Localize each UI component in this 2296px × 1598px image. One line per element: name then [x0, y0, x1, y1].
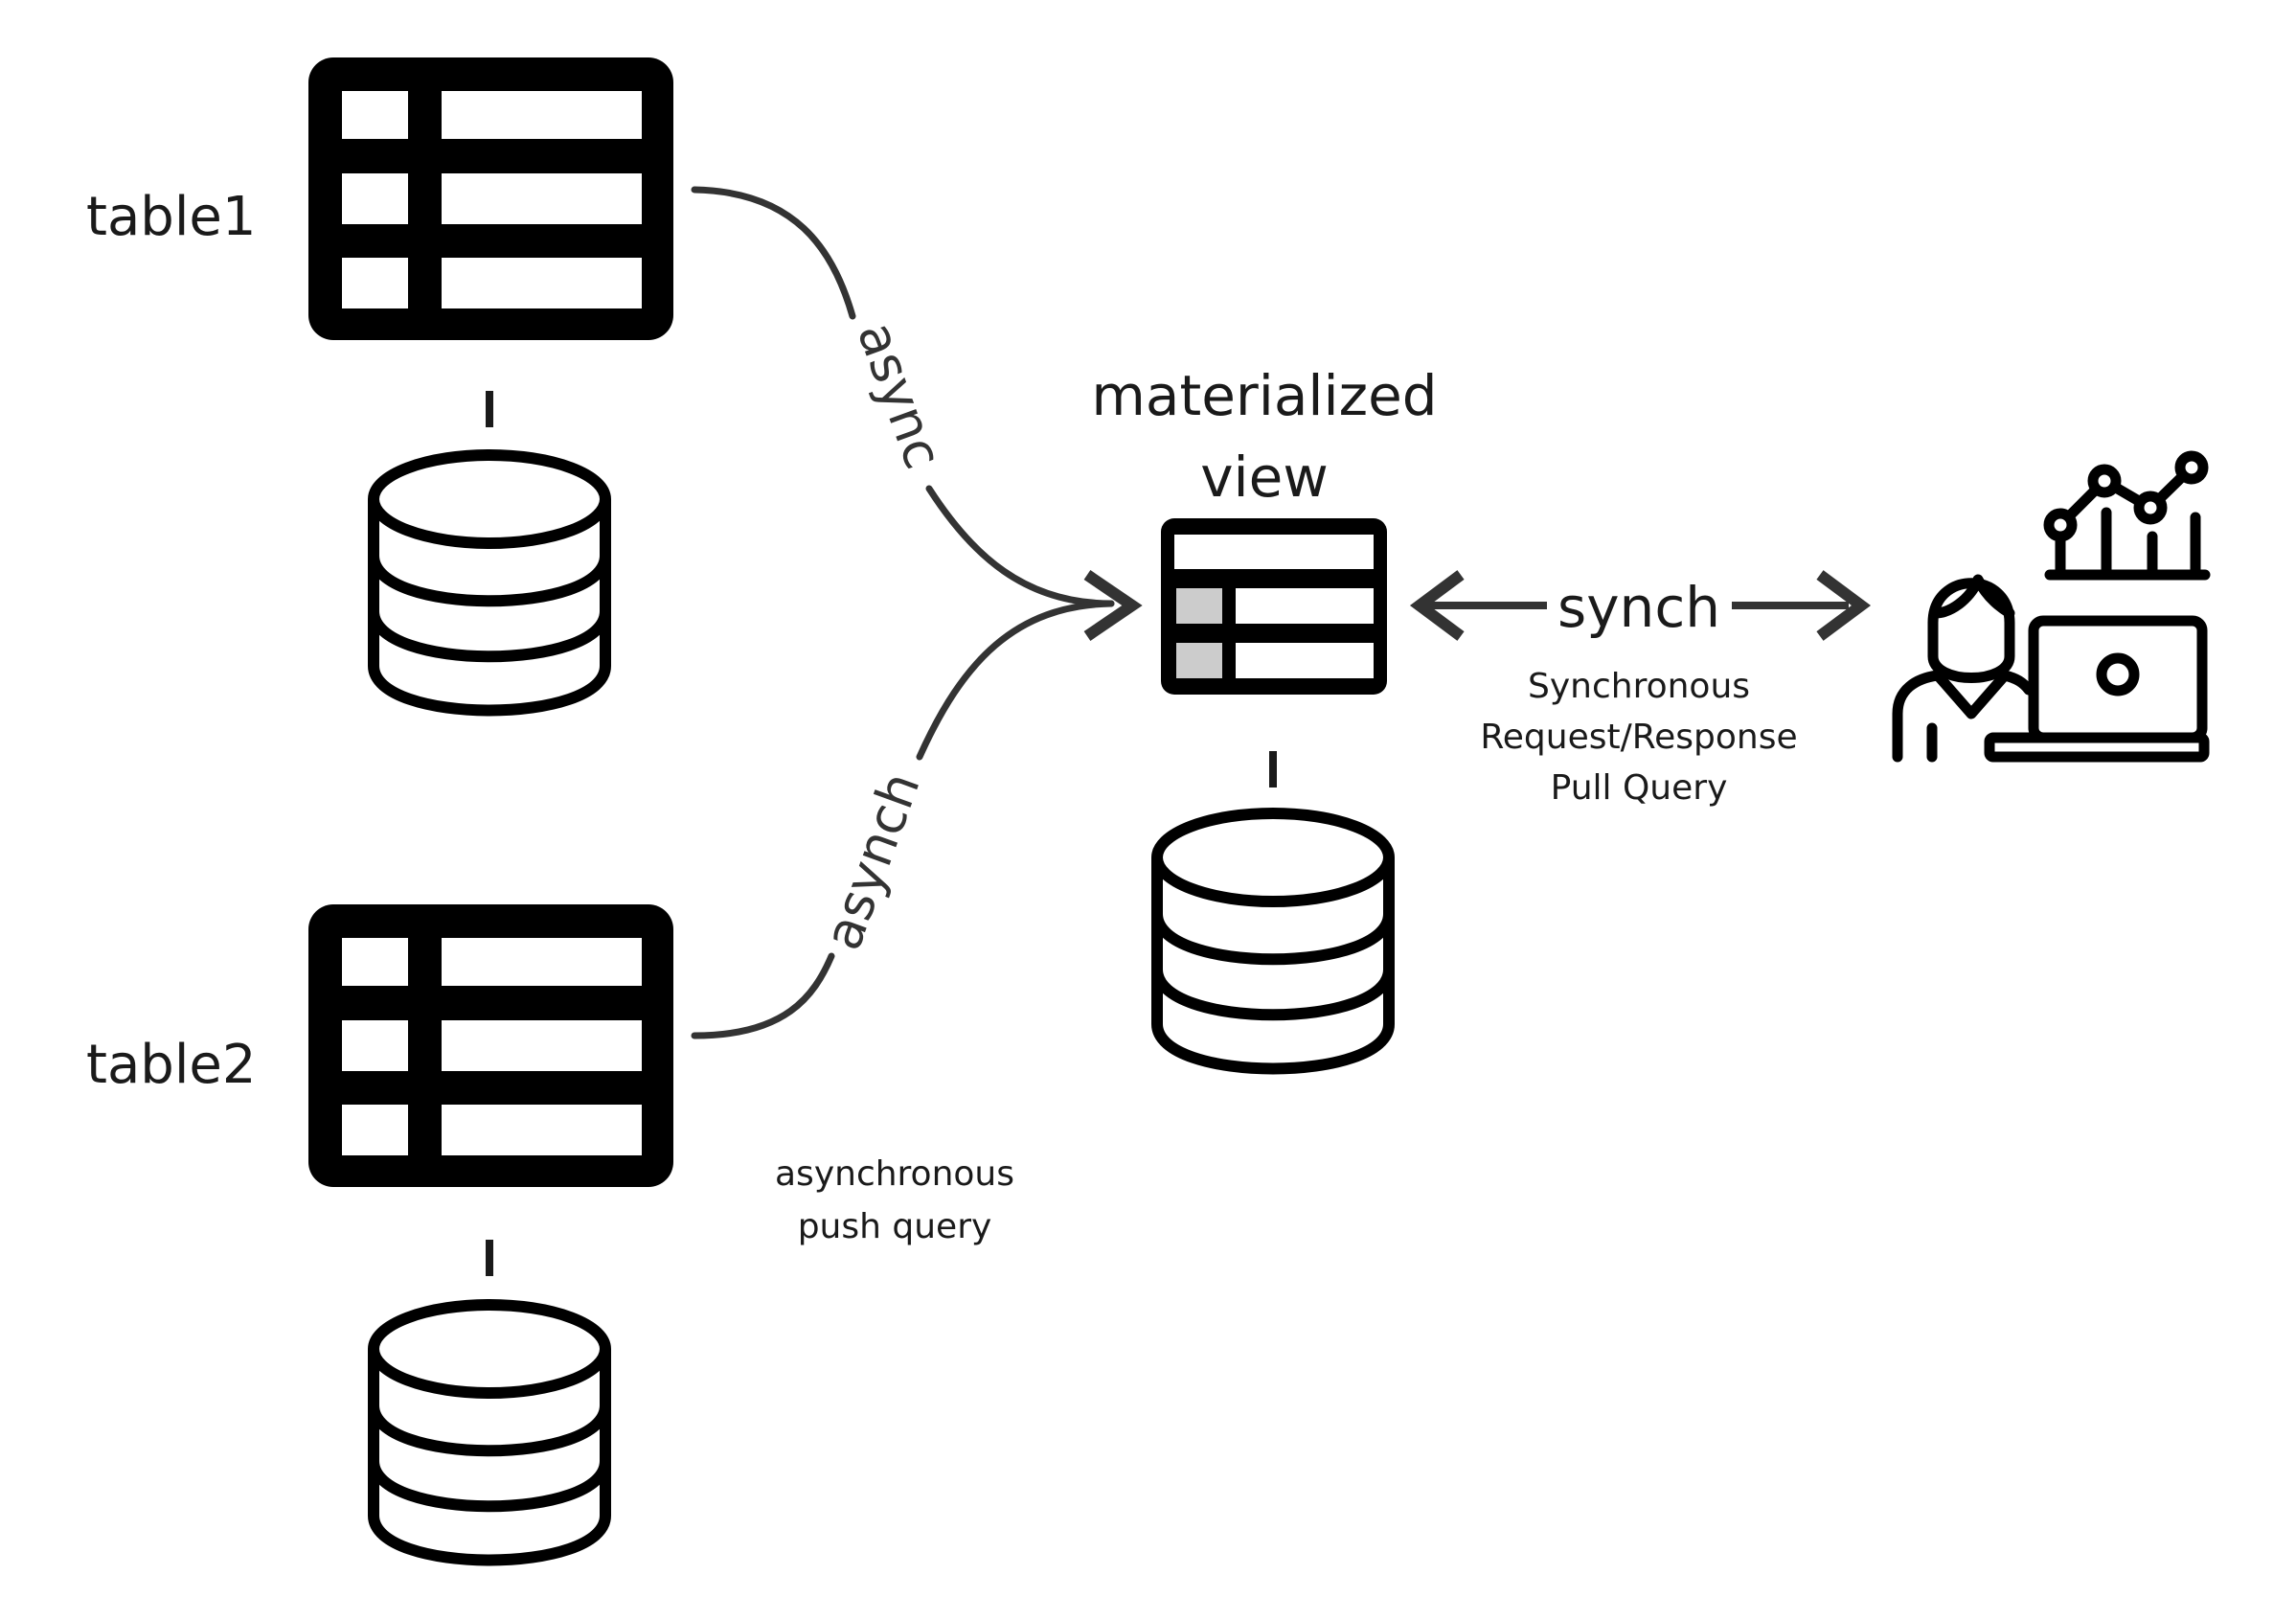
materialized-view-title-line1: materialized [1091, 363, 1437, 428]
database-icon [1151, 808, 1395, 1075]
sync-description-line3: Pull Query [1551, 768, 1728, 808]
asynch-connector [691, 600, 1115, 1039]
sync-description-line1: Synchronous [1528, 667, 1750, 706]
asynch-label: asynch [812, 765, 932, 957]
synch-label: synch [1557, 575, 1720, 640]
materialized-view-title-line2: view [1200, 445, 1329, 510]
async-description-line2: push query [798, 1207, 992, 1246]
async-connector [691, 186, 1115, 607]
arrowhead-right-icon [1816, 570, 1872, 641]
analyst-laptop-icon [1892, 450, 2211, 763]
mv-db-link [1269, 751, 1277, 788]
table1-label: table1 [86, 186, 256, 248]
table1-db-link [486, 391, 493, 427]
table2-icon [308, 904, 673, 1187]
table1-icon [308, 57, 673, 340]
database-icon [368, 1299, 611, 1566]
async-label: async [846, 314, 954, 476]
async-description-line1: asynchronous [775, 1154, 1014, 1194]
sync-description-line2: Request/Response [1480, 718, 1797, 757]
arrowhead-left-icon [1409, 570, 1465, 641]
arrowhead-icon [1083, 570, 1143, 641]
table2-db-link [486, 1240, 493, 1276]
table2-label: table2 [86, 1034, 256, 1096]
database-icon [368, 449, 611, 717]
materialized-view-icon [1161, 518, 1387, 695]
